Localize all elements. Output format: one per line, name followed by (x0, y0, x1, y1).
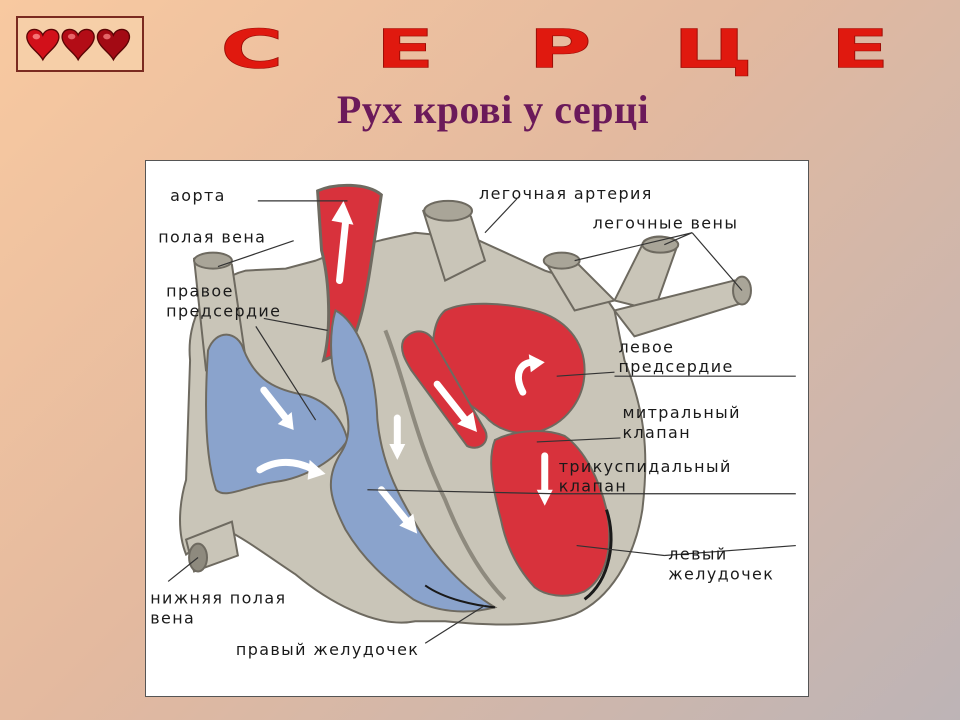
flow-arrowhead-4 (389, 443, 406, 460)
left-ventricle-wall-shadow (583, 509, 613, 601)
aorta-arrow (336, 219, 349, 285)
label-left-ventricle-line2: желудочек (668, 564, 774, 583)
page-subtitle: Рух крові у серці (336, 87, 650, 132)
leader-right-atrium (255, 317, 328, 421)
three-hearts-icon (26, 28, 131, 61)
right-ventricle-chamber (329, 309, 498, 613)
aorta-arrowhead (331, 200, 354, 225)
label-mitral-valve-line2: клапан (622, 423, 691, 442)
label-hollow-vein: полая вена (158, 228, 266, 247)
leader-mitral-valve (536, 437, 621, 443)
flow-arrow-pulmonary (433, 380, 471, 426)
title-letter-3: Р (528, 19, 591, 81)
label-left-atrium-line2: предсердие (618, 357, 733, 376)
title-letter-5: Е (831, 19, 890, 81)
leader-hollow-vein (217, 240, 294, 268)
pulmonary-artery-opening (423, 199, 474, 222)
flow-arrowhead-1 (277, 412, 294, 430)
flow-arrowhead-3 (399, 513, 418, 534)
leader-inferior-vena-cava (167, 557, 199, 582)
leader-pulmonary-artery (484, 198, 518, 234)
flow-arrowhead-5 (457, 412, 477, 432)
flow-arrow-right-atrium (260, 386, 290, 422)
label-pulmonary-artery: легочная артерия (479, 184, 653, 203)
title-letter-2: Е (376, 19, 435, 81)
title-letter-1: С (220, 19, 283, 81)
label-leader-lines (167, 198, 796, 644)
label-aorta: аорта (170, 186, 226, 205)
heart-diagram-svg: аорта полая вена правое предсердие легоч… (150, 183, 796, 659)
label-inferior-vena-cava-line1: нижняя полая (150, 588, 286, 607)
label-tricuspid-valve-line2: клапан (559, 477, 628, 496)
label-left-ventricle-line1: левый (668, 545, 727, 564)
label-tricuspid-valve-line1: трикуспидальный (559, 457, 732, 476)
right-ventricle-wall-shadow (424, 584, 496, 609)
label-mitral-valve-line1: митральный (622, 403, 740, 422)
title-letter-4: Ц (673, 19, 753, 81)
left-ventricle-chamber (490, 430, 611, 597)
pulmonary-vein-3-opening (732, 275, 752, 306)
page-title: С Е Р Ц Е (178, 2, 938, 88)
leader-right-ventricle (424, 604, 486, 644)
label-right-atrium-line1: правое (166, 281, 234, 300)
leader-left-atrium (556, 371, 796, 377)
hearts-logo (16, 16, 144, 72)
label-right-ventricle: правый желудочек (236, 640, 419, 659)
septum-line (383, 329, 507, 601)
label-inferior-vena-cava-line2: вена (150, 608, 195, 627)
flow-arrow-right-ventricle (377, 486, 411, 526)
leader-pulmonary-veins (574, 232, 743, 291)
flow-arrowhead-2 (307, 459, 326, 480)
label-left-atrium-line1: левое (618, 337, 674, 356)
heart-diagram: аорта полая вена правое предсердие легоч… (145, 160, 809, 697)
label-pulmonary-veins: легочные вены (593, 214, 739, 233)
pulmonary-vein-1-opening (542, 251, 581, 270)
leader-left-ventricle (576, 544, 796, 557)
label-right-atrium-line2: предсердие (166, 301, 281, 320)
superior-vena-cava-opening (193, 251, 233, 270)
leader-tricuspid-valve (367, 489, 796, 495)
flow-arrowhead-6 (528, 354, 545, 373)
pulmonary-vein-2-opening (641, 235, 680, 254)
